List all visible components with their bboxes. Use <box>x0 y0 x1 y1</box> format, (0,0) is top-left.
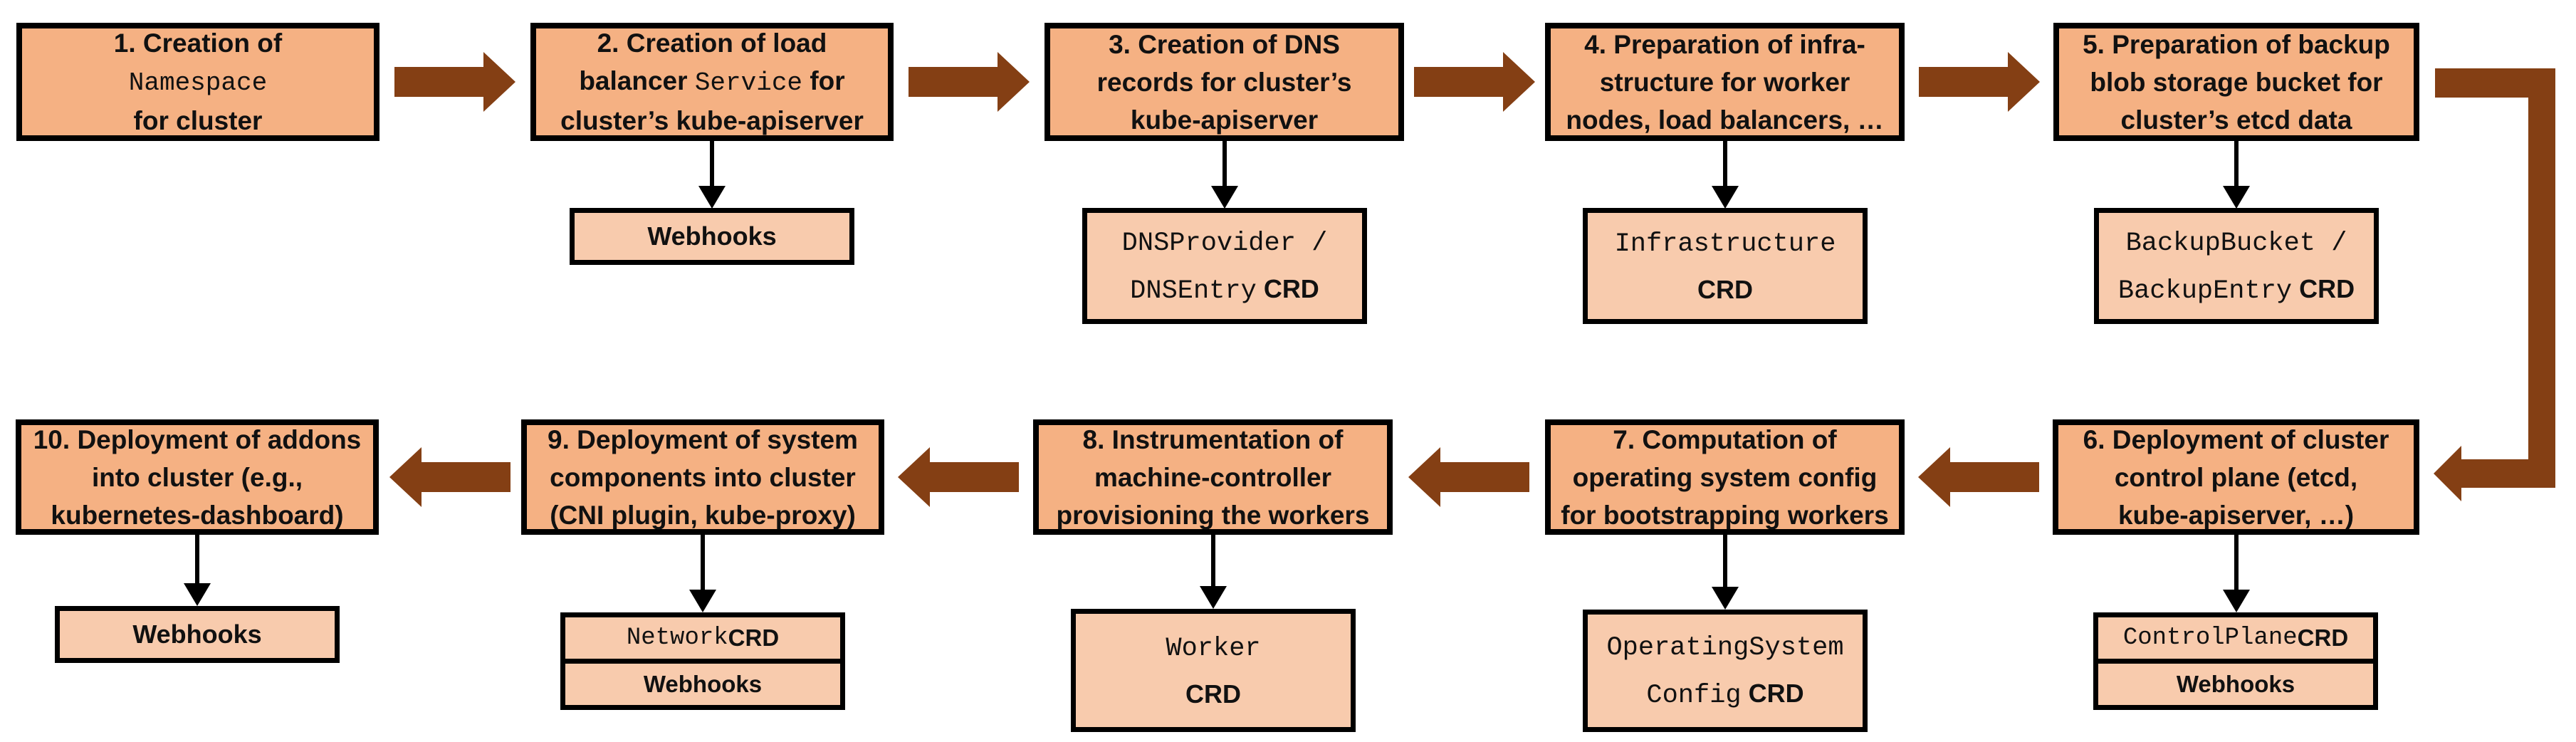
flow-arrow-left-9-10-icon <box>389 447 511 507</box>
flow-arrow-right-2-3-icon <box>909 52 1030 112</box>
step-4-box: 4. Preparation of infra-structure for wo… <box>1545 23 1905 141</box>
flow-arrow-left-8-9-icon <box>898 447 1019 507</box>
step-4-label: 4. Preparation of infra-structure for wo… <box>1566 29 1884 135</box>
down-connector-step-8-line <box>1211 535 1215 587</box>
down-arrow-step-5-icon <box>2223 186 2250 209</box>
down-arrow-step-10-icon <box>184 583 211 606</box>
down-connector-step-3-line <box>1222 141 1227 187</box>
step-6-sub-stack: ControlPlane CRD Webhooks <box>2093 612 2378 710</box>
step-6-webhooks-box: Webhooks <box>2093 659 2378 710</box>
down-connector-step-6-line <box>2234 535 2239 590</box>
flow-arrow-left-6-7-icon <box>1918 447 2039 507</box>
down-connector-step-9-line <box>701 535 705 590</box>
down-arrow-step-9-icon <box>689 590 716 612</box>
step-6-crd-box: ControlPlane CRD <box>2093 612 2378 664</box>
step-9-webhooks-box: Webhooks <box>560 659 845 710</box>
step-3-crd-box: DNSProvider /DNSEntry CRD <box>1082 208 1367 324</box>
flow-arrow-right-3-4-icon <box>1414 52 1535 112</box>
flow-arrow-right-1-2-icon <box>394 52 515 112</box>
down-connector-step-5-line <box>2234 141 2239 187</box>
down-connector-step-7-line <box>1723 535 1727 587</box>
down-arrow-step-8-icon <box>1200 586 1227 609</box>
step-2-webhooks-label: Webhooks <box>647 221 777 251</box>
down-arrow-step-4-icon <box>1712 186 1739 209</box>
step-10-webhooks-box: Webhooks <box>55 606 340 663</box>
step-5-crd-label: BackupBucket /BackupEntry CRD <box>2117 228 2355 306</box>
flow-arrow-left-7-8-icon <box>1408 447 1529 507</box>
flow-arrow-right-4-5-icon <box>1919 52 2040 112</box>
step-2-webhooks-box: Webhooks <box>570 208 854 265</box>
flow-arrow-wrap-5-6-icon <box>2434 68 2555 501</box>
down-connector-step-4-line <box>1723 141 1727 187</box>
down-connector-step-10-line <box>195 535 199 584</box>
step-10-webhooks-label: Webhooks <box>132 620 262 649</box>
step-9-crd-box: Network CRD <box>560 612 845 664</box>
step-9-sub-stack: Network CRD Webhooks <box>560 612 845 710</box>
step-3-crd-label: DNSProvider /DNSEntry CRD <box>1121 228 1328 306</box>
down-arrow-step-7-icon <box>1712 587 1739 610</box>
down-arrow-step-3-icon <box>1211 186 1238 209</box>
down-arrow-step-6-icon <box>2223 590 2250 612</box>
step-5-crd-box: BackupBucket /BackupEntry CRD <box>2094 208 2379 324</box>
down-arrow-step-2-icon <box>698 186 726 209</box>
down-connector-step-2-line <box>710 141 714 187</box>
